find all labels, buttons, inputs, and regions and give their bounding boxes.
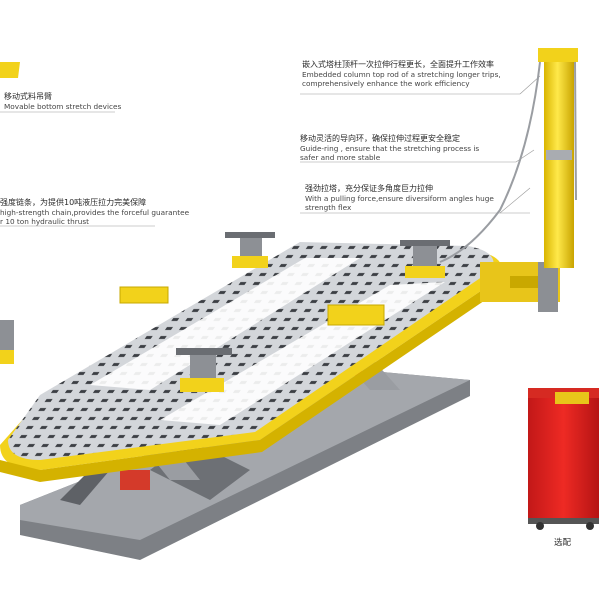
annotation-tower: 强劲拉塔，充分保证多角度巨力拉伸 With a pulling force,en…: [305, 184, 494, 212]
bracket: [119, 286, 169, 304]
annotation-en: strength flex: [305, 203, 352, 213]
clamp-icon: [400, 240, 450, 278]
annotation-en: safer and more stable: [300, 153, 381, 163]
pump-cabinet-icon: [528, 388, 599, 530]
annotation-en: Movable bottom stretch devices: [4, 102, 122, 111]
annotation-zh: 强度链条，为提供10吨液压拉力完美保障: [0, 198, 147, 207]
annotation-movable-arm: 移动式料吊臂 Movable bottom stretch devices: [4, 92, 121, 111]
annotation-en: high-strength chain,provides the forcefu…: [0, 208, 190, 217]
pull-tower: [480, 48, 578, 312]
annotation-en: r 10 ton hydraulic thrust: [0, 217, 90, 227]
annotation-en: Guide-ring , ensure that the stretching …: [300, 144, 480, 153]
clamp-icon: [0, 320, 14, 364]
annotation-zh: 嵌入式塔柱顶杆一次拉伸行程更长，全面提升工作效率: [302, 60, 494, 69]
annotation-guide-ring: 移动灵活的导向环，确保拉伸过程更安全稳定 Guide-ring , ensure…: [300, 134, 479, 162]
annotation-en: comprehensively enhance the work efficie…: [302, 79, 470, 89]
movable-arm-stub: [0, 62, 20, 78]
annotation-en: With a pulling force,ensure diversiform …: [305, 194, 494, 203]
clamp-icon: [225, 232, 275, 268]
annotation-chain: 强度链条，为提供10吨液压拉力完美保障 high-strength chain,…: [0, 198, 189, 226]
platform: [0, 242, 502, 482]
optional-label: 选配: [554, 538, 572, 548]
annotation-tower-top: 嵌入式塔柱顶杆一次拉伸行程更长，全面提升工作效率 Embedded column…: [302, 60, 501, 88]
annotation-zh: 移动式料吊臂: [4, 92, 52, 101]
chain-icon: [439, 61, 577, 263]
clamp-icon: [176, 348, 232, 392]
annotation-en: Embedded column top rod of a stretching …: [302, 70, 501, 79]
annotation-zh: 移动灵活的导向环，确保拉伸过程更安全稳定: [300, 134, 460, 143]
bracket: [327, 304, 385, 326]
annotation-zh: 强劲拉塔，充分保证多角度巨力拉伸: [305, 184, 433, 193]
